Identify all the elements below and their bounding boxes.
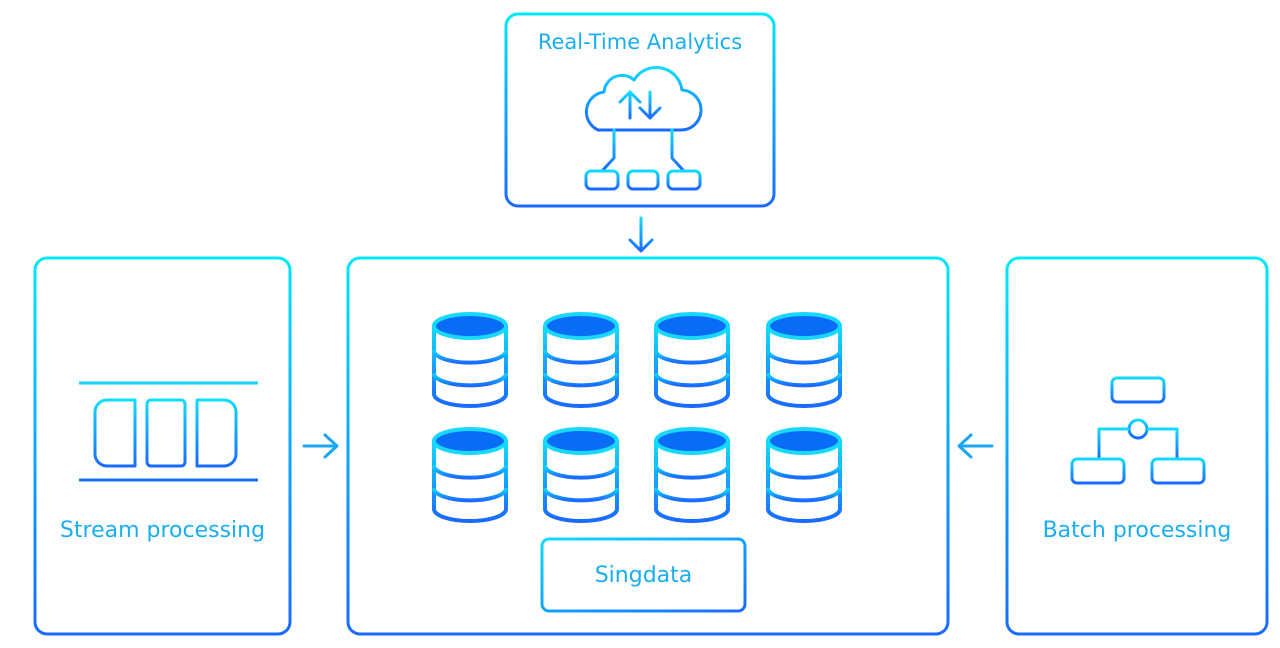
database-icon — [766, 312, 842, 408]
batch-processing-label: Batch processing — [1042, 518, 1232, 543]
database-icon — [654, 312, 730, 408]
database-grid — [432, 312, 842, 523]
stream-processing-label: Stream processing — [59, 518, 266, 543]
stream-processing-box — [33, 256, 292, 636]
database-icon — [432, 312, 508, 408]
hierarchy-flow-icon — [1070, 376, 1206, 485]
database-icon — [543, 427, 619, 523]
singdata-label: Singdata — [594, 563, 693, 588]
database-icon — [543, 312, 619, 408]
batch-processing-box — [1005, 256, 1269, 636]
database-icon — [766, 427, 842, 523]
arrow-left-icon — [957, 433, 994, 459]
stream-queue-icon — [79, 381, 258, 482]
cloud-network-icon — [584, 66, 703, 191]
real-time-analytics-label: Real-Time Analytics — [537, 30, 743, 54]
real-time-analytics-box — [504, 12, 776, 208]
singdata-box — [346, 256, 950, 636]
database-icon — [654, 427, 730, 523]
arrow-right-icon — [302, 433, 339, 459]
database-icon — [432, 427, 508, 523]
arrow-down-icon — [628, 216, 654, 253]
singdata-label-box — [540, 537, 747, 613]
